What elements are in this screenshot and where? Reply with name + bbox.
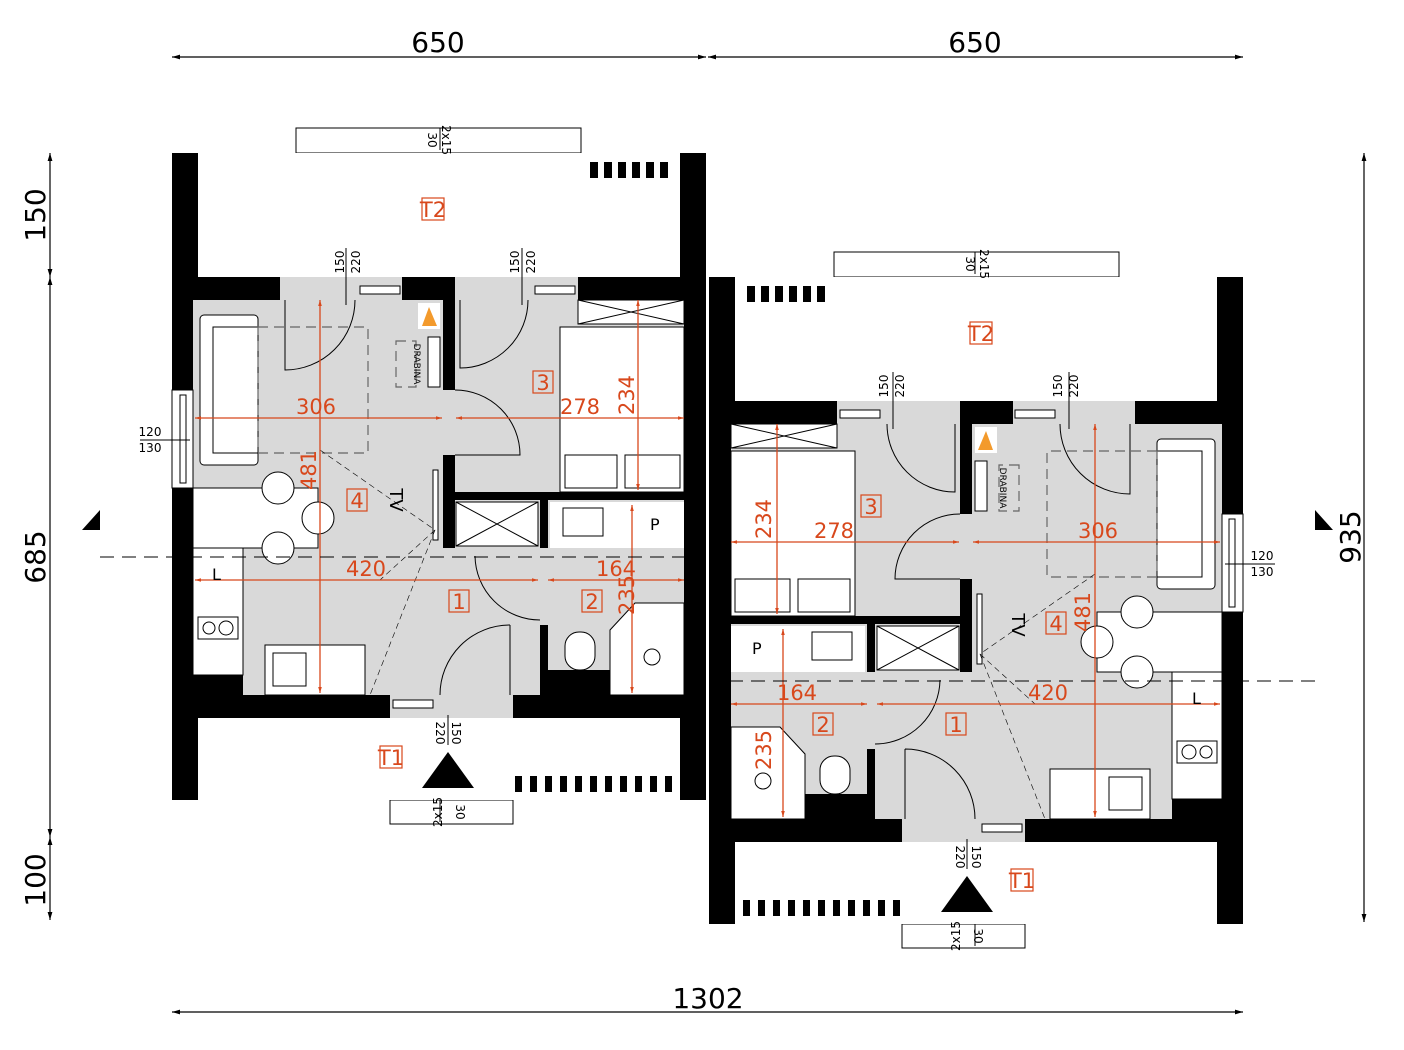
dim-right: 935 (1334, 510, 1367, 563)
stair-label: 2x15 (431, 797, 445, 827)
dim-living-width: 306 (296, 395, 336, 419)
door-width: 150 (449, 722, 463, 745)
door-width: 150 (969, 846, 983, 869)
unit-left-labels: T2 T1 1 2 3 4 306 278 234 481 420 164 23… (139, 125, 660, 827)
window-width: 120 (139, 425, 162, 439)
dim-bath-depth: 235 (615, 575, 639, 615)
dim-living-depth: 481 (297, 450, 321, 490)
tv-label: TV (385, 487, 406, 512)
door-width: 150 (1051, 375, 1065, 398)
dim-bedroom-depth: 234 (615, 375, 639, 415)
room-label-2: 2 (585, 590, 598, 614)
room-label-t1: T1 (1008, 869, 1035, 893)
room-label-1: 1 (452, 590, 465, 614)
section-marker-right (1315, 510, 1333, 530)
step-label: 30 (425, 132, 439, 147)
window-width: 120 (1251, 549, 1274, 563)
door-width: 150 (333, 251, 347, 274)
stair-label: 2x15 (977, 249, 991, 279)
dim-living-depth: 481 (1071, 592, 1095, 632)
door-height: 220 (953, 846, 967, 869)
overall-dimension-lines (47, 54, 1367, 1015)
door-height: 220 (524, 251, 538, 274)
washer-label: P (650, 515, 660, 534)
unit-left (100, 128, 706, 824)
step-label: 30 (453, 804, 467, 819)
dim-hall-width: 420 (346, 557, 386, 581)
room-label-1: 1 (949, 713, 962, 737)
dim-bedroom-depth: 234 (752, 499, 776, 539)
door-height: 220 (893, 375, 907, 398)
door-height: 220 (349, 251, 363, 274)
door-height: 220 (1067, 375, 1081, 398)
section-marker-left (82, 510, 100, 530)
dim-top-left: 650 (411, 26, 464, 59)
room-label-3: 3 (864, 495, 877, 519)
step-label: 30 (971, 928, 985, 943)
dim-left-middle: 685 (19, 530, 52, 583)
step-label: 30 (963, 256, 977, 271)
room-label-3: 3 (536, 371, 549, 395)
unit-right-labels: T2 T1 1 2 3 4 306 278 234 481 420 164 23… (752, 249, 1273, 951)
door-width: 150 (508, 251, 522, 274)
room-label-t2: T2 (967, 322, 994, 346)
room-label-2: 2 (816, 713, 829, 737)
dim-bath-width: 164 (596, 557, 636, 581)
dim-bath-depth: 235 (752, 730, 776, 770)
room-label-t1: T1 (377, 746, 404, 770)
dim-bath-width: 164 (777, 681, 817, 705)
dim-bottom: 1302 (672, 982, 743, 1015)
door-height: 220 (433, 722, 447, 745)
stair-label: 2x15 (949, 921, 963, 951)
room-label-4: 4 (350, 489, 363, 513)
fridge-label: L (1192, 689, 1201, 708)
ladder-label: DRABINA (997, 468, 1007, 510)
door-width: 150 (877, 375, 891, 398)
unit-right (709, 252, 1315, 948)
dim-bedroom-width: 278 (560, 395, 600, 419)
room-label-t2: T2 (419, 198, 446, 222)
dim-living-width: 306 (1078, 519, 1118, 543)
dim-top-right: 650 (948, 26, 1001, 59)
window-height: 130 (1251, 565, 1274, 579)
ladder-label: DRABINA (411, 344, 421, 386)
dim-hall-width: 420 (1028, 681, 1068, 705)
washer-label: P (752, 639, 762, 658)
room-label-4: 4 (1049, 612, 1062, 636)
dim-left-top: 150 (19, 188, 52, 241)
dim-bedroom-width: 278 (814, 519, 854, 543)
fridge-label: L (212, 565, 221, 584)
tv-label: TV (1007, 612, 1028, 637)
window-height: 130 (139, 441, 162, 455)
stair-label: 2x15 (439, 125, 453, 155)
dim-left-bottom: 100 (19, 853, 52, 906)
